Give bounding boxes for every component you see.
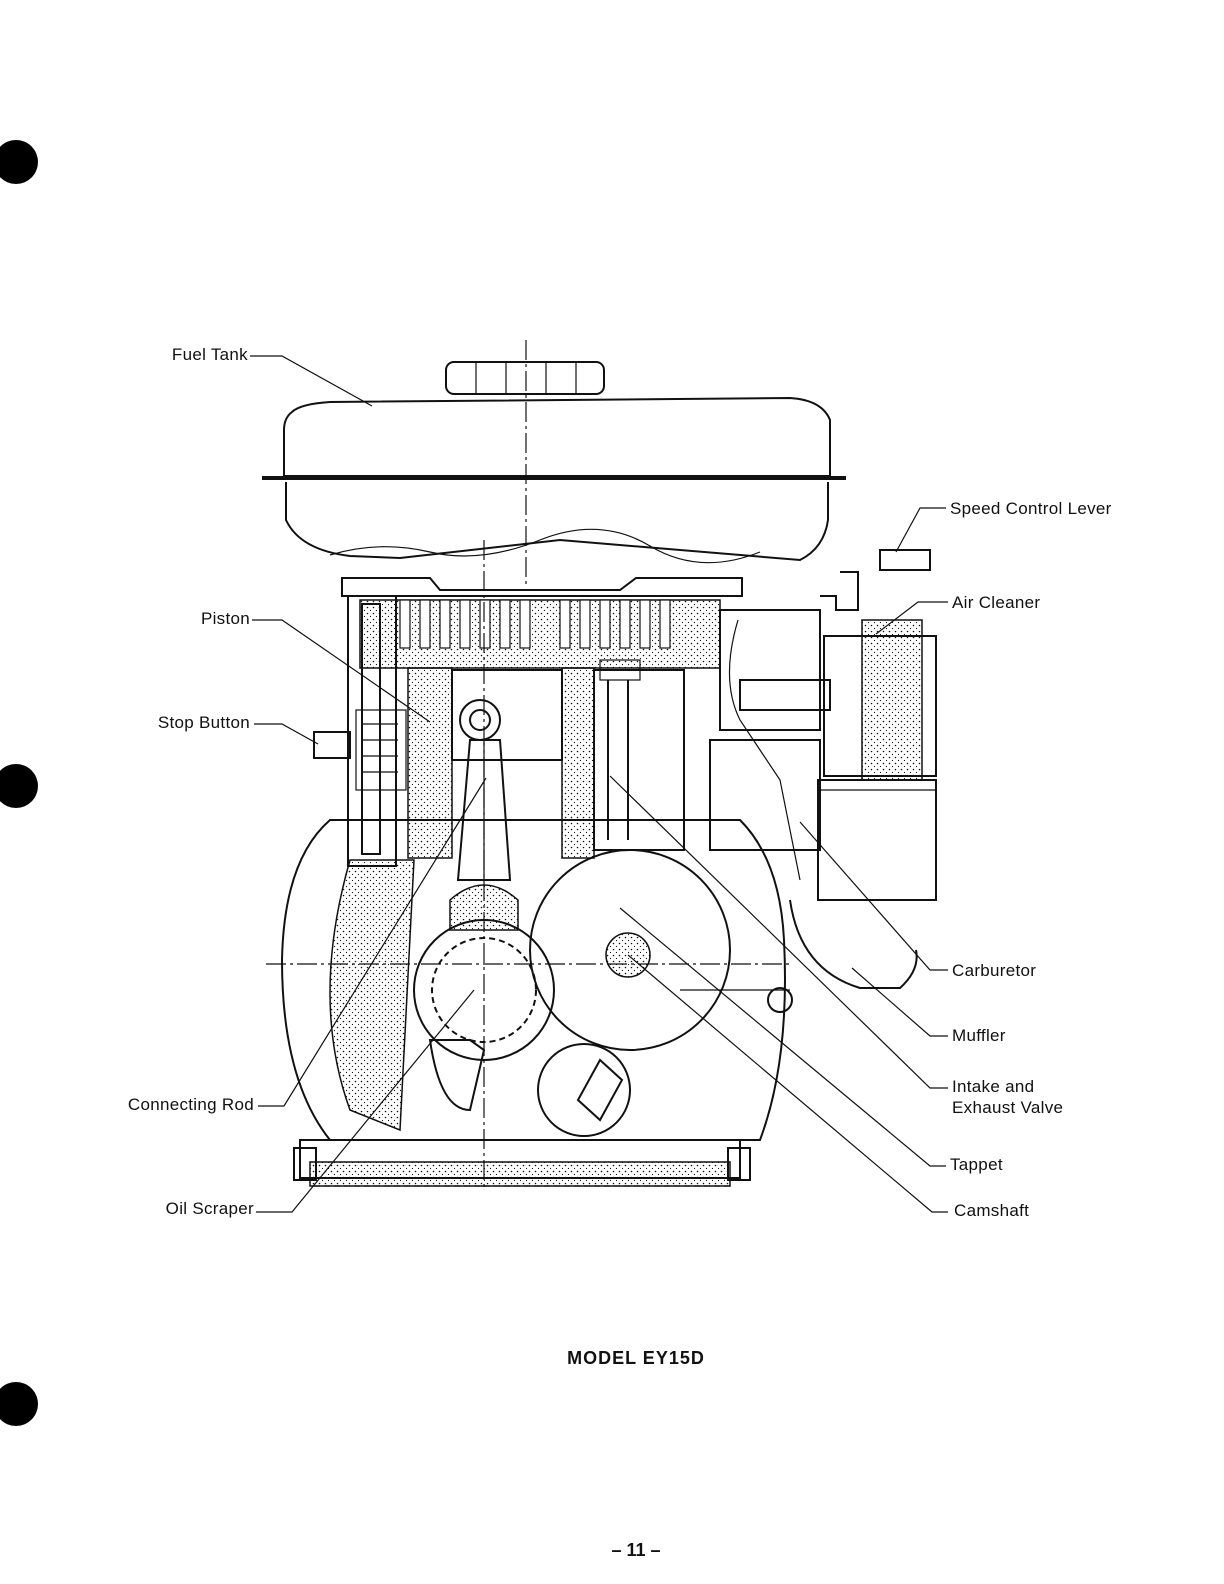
label-connecting-rod: Connecting Rod [90, 1094, 254, 1115]
label-speed-control-lever: Speed Control Lever [950, 498, 1112, 519]
label-carburetor: Carburetor [952, 960, 1036, 981]
crankcase-drawing [282, 820, 785, 1140]
label-muffler: Muffler [952, 1025, 1006, 1046]
label-fuel-tank: Fuel Tank [150, 344, 248, 365]
label-tappet: Tappet [950, 1154, 1003, 1175]
label-air-cleaner: Air Cleaner [952, 592, 1040, 613]
figure-caption: MODEL EY15D [0, 1348, 1224, 1369]
label-oil-scraper: Oil Scraper [130, 1198, 254, 1219]
engine-base-drawing [294, 1140, 750, 1186]
cylinder-head-drawing [342, 578, 742, 668]
fuel-tank-drawing [262, 362, 846, 563]
label-piston: Piston [150, 608, 250, 629]
label-camshaft: Camshaft [954, 1200, 1029, 1221]
label-intake-exhaust-valve-line2: Exhaust Valve [952, 1097, 1063, 1118]
label-intake-exhaust-valve-line1: Intake and [952, 1076, 1034, 1097]
page-number: – 11 – [0, 1540, 1224, 1561]
label-stop-button: Stop Button [110, 712, 250, 733]
